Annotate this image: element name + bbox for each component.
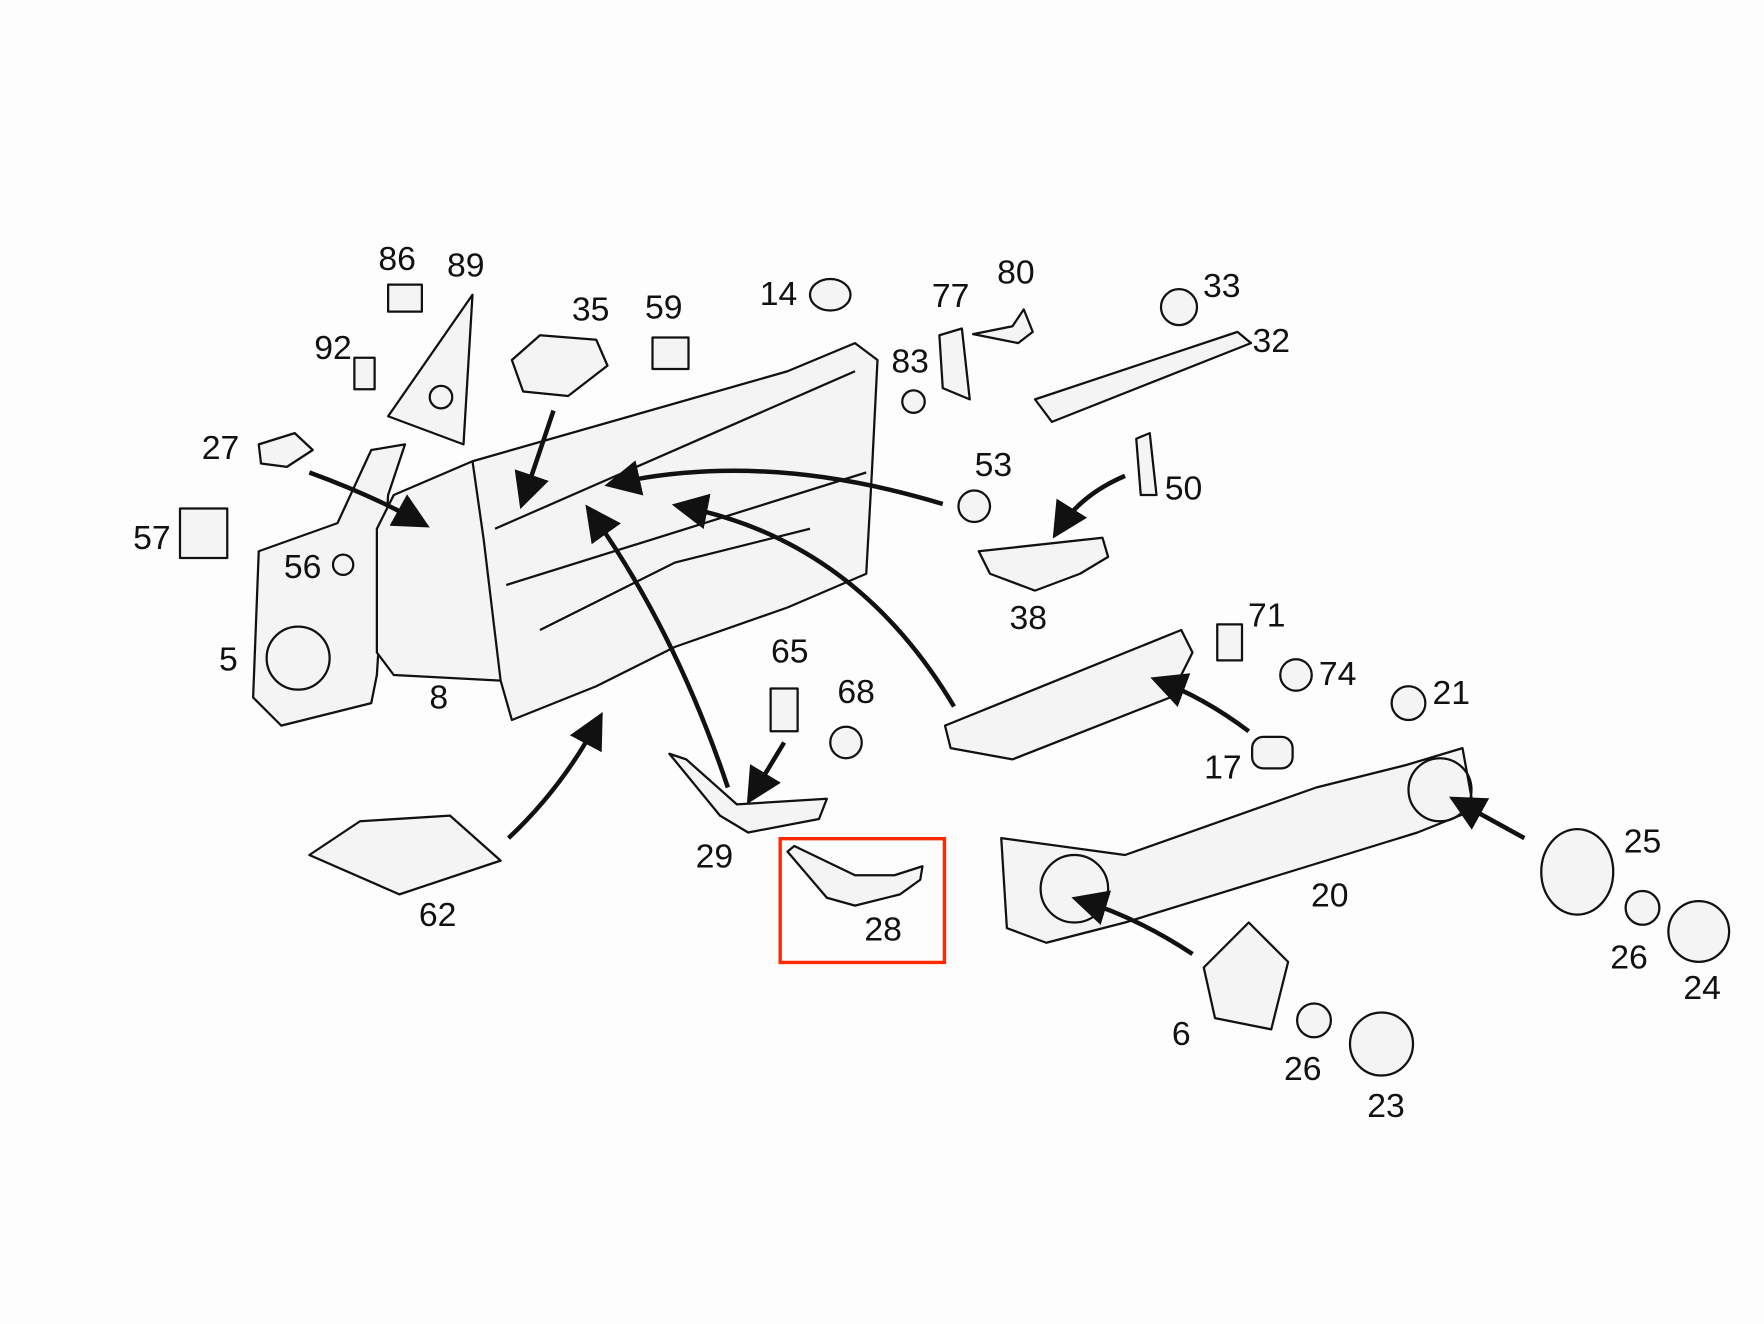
label-80: 80 <box>997 253 1035 291</box>
panel-contours <box>471 370 867 681</box>
screw-80 <box>972 308 1034 345</box>
label-17: 17 <box>1204 748 1242 786</box>
switch-17[interactable] <box>1251 735 1294 770</box>
mirror-triangle-89[interactable] <box>387 293 474 446</box>
armrest-panel[interactable] <box>943 628 1194 761</box>
arrow <box>506 712 603 840</box>
label-65: 65 <box>771 633 809 671</box>
door-trim-panel-8[interactable] <box>375 342 879 722</box>
arrow <box>1448 796 1526 841</box>
label-89: 89 <box>447 247 485 285</box>
label-77: 77 <box>932 277 970 315</box>
grille-23[interactable] <box>1348 1011 1415 1077</box>
arrow <box>308 470 430 528</box>
label-20: 20 <box>1311 877 1349 915</box>
cap-26 <box>1624 889 1661 926</box>
label-71: 71 <box>1248 597 1286 635</box>
label-23: 23 <box>1367 1087 1405 1125</box>
cap-21 <box>1390 685 1427 722</box>
clip-71 <box>1216 623 1244 662</box>
label-32: 32 <box>1252 322 1290 360</box>
handle-38[interactable] <box>977 536 1110 592</box>
clip-50 <box>1135 432 1158 497</box>
ring-25 <box>1540 828 1615 916</box>
bracket-77 <box>938 327 971 401</box>
label-27: 27 <box>202 429 240 467</box>
arrow <box>671 493 956 708</box>
arrow <box>1071 890 1194 956</box>
label-62: 62 <box>419 896 457 934</box>
label-25: 25 <box>1624 823 1662 861</box>
trim-strip-28[interactable] <box>786 844 924 907</box>
label-53: 53 <box>975 446 1013 484</box>
switch-35[interactable] <box>510 334 609 398</box>
label-38: 38 <box>1009 599 1047 637</box>
label-24: 24 <box>1683 969 1721 1007</box>
screw-74 <box>1279 658 1313 692</box>
label-57: 57 <box>133 519 171 557</box>
arrow <box>604 460 944 507</box>
label-5: 5 <box>219 640 238 678</box>
label-26: 26 <box>1284 1050 1322 1088</box>
arrow <box>1052 473 1126 539</box>
label-92: 92 <box>314 329 352 367</box>
label-50: 50 <box>1165 469 1203 507</box>
strip-32[interactable] <box>1033 330 1253 423</box>
label-33: 33 <box>1203 267 1241 305</box>
clip-86 <box>387 283 423 313</box>
clip-65 <box>769 687 799 733</box>
label-83: 83 <box>891 342 929 380</box>
part-57 <box>178 507 229 560</box>
arrow <box>1150 673 1251 734</box>
arrow <box>514 409 556 510</box>
label-59: 59 <box>645 288 683 326</box>
label-86: 86 <box>378 240 416 278</box>
label-28: 28 <box>864 910 902 948</box>
label-6: 6 <box>1172 1015 1191 1053</box>
trim-29[interactable] <box>668 752 828 834</box>
cover-27 <box>257 432 314 468</box>
cap-26b <box>1296 1002 1332 1039</box>
plug-14 <box>808 277 852 312</box>
label-26: 26 <box>1610 939 1648 977</box>
label-56: 56 <box>284 548 322 586</box>
label-29: 29 <box>696 837 734 875</box>
highlight-box <box>778 837 947 965</box>
speaker-hole <box>265 625 331 691</box>
arrow <box>585 504 731 789</box>
part-59 <box>651 336 690 371</box>
label-8: 8 <box>429 679 448 717</box>
cap-33 <box>1159 288 1199 327</box>
label-35: 35 <box>572 291 610 329</box>
clip-56 <box>331 553 355 576</box>
screw-53 <box>957 489 992 524</box>
pocket-62[interactable] <box>308 814 502 896</box>
clip-83 <box>901 389 926 414</box>
triangle-hole <box>428 384 454 410</box>
speaker-ring-right <box>1407 757 1473 823</box>
label-14: 14 <box>760 275 798 313</box>
label-21: 21 <box>1432 674 1470 712</box>
clip-92 <box>353 356 376 391</box>
grille-24[interactable] <box>1667 900 1731 963</box>
screw-68 <box>829 725 863 760</box>
label-74: 74 <box>1319 655 1357 693</box>
bracket-6 <box>1202 921 1290 1031</box>
arrow <box>746 741 787 805</box>
label-68: 68 <box>837 673 875 711</box>
